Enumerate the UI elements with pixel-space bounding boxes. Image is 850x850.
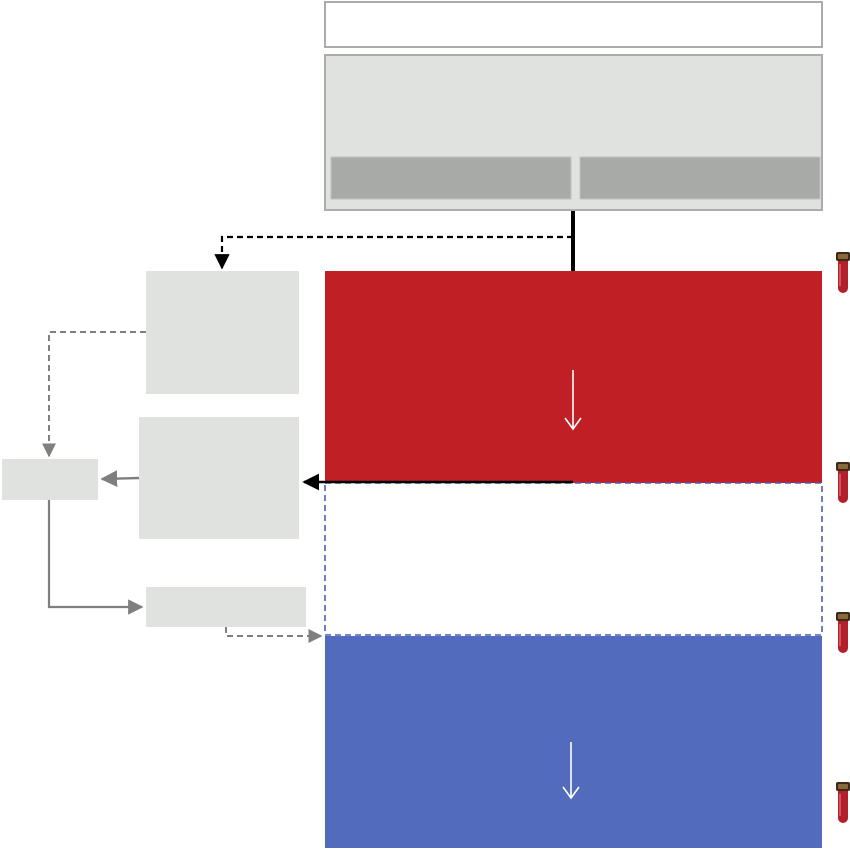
main-info-subbox-right bbox=[579, 156, 821, 200]
dashed-arrow-box3-to-white-phase bbox=[225, 627, 323, 643]
blood-sample-tube-icon bbox=[835, 251, 850, 294]
blood-sample-tube-icon bbox=[835, 611, 850, 654]
red-phase-down-arrow-icon bbox=[564, 370, 582, 431]
dashed-arrow-box1-to-small-box bbox=[42, 331, 146, 458]
left-box-2 bbox=[139, 417, 299, 539]
header-box bbox=[324, 1, 823, 48]
left-box-1 bbox=[146, 271, 299, 394]
left-box-3 bbox=[146, 587, 306, 627]
blood-sample-tube-icon bbox=[835, 781, 850, 824]
dashed-arrow-to-left-box-1 bbox=[214, 235, 573, 270]
arrow-box2-to-small-box bbox=[100, 470, 140, 487]
left-small-box bbox=[2, 459, 98, 500]
main-info-subbox-left bbox=[330, 156, 572, 200]
blue-phase-down-arrow-icon bbox=[562, 742, 580, 800]
blood-sample-tube-icon bbox=[835, 461, 850, 504]
blue-phase-block bbox=[325, 636, 822, 848]
white-phase-block bbox=[324, 482, 823, 636]
arrow-small-box-to-box3 bbox=[47, 500, 144, 615]
